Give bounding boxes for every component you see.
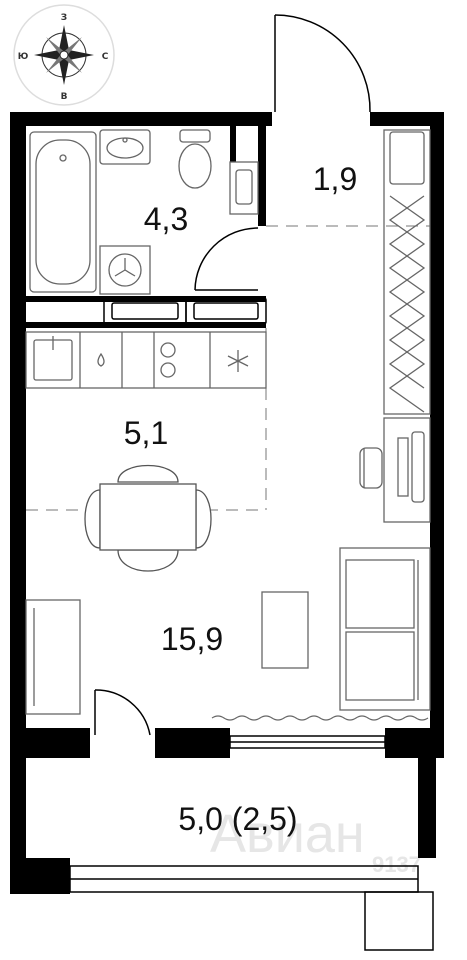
- compass-north-letter: З: [61, 13, 67, 23]
- dining-table: [84, 464, 212, 572]
- watermark-brand: Авиан: [210, 804, 365, 864]
- hallway-area-label: 1,9: [313, 161, 357, 197]
- balcony-area-label: 5,0 (2,5): [178, 801, 297, 837]
- desk-chair-icon: [359, 447, 383, 489]
- balcony-door: [94, 689, 151, 736]
- bathroom-fixtures: [29, 129, 259, 295]
- snowflake-icon: [227, 350, 249, 372]
- sofa-bed: [339, 547, 431, 711]
- bathroom-area-label: 4,3: [144, 201, 188, 237]
- kitchen-wall-cabinets: [103, 297, 267, 325]
- compass-east-letter: С: [102, 52, 109, 62]
- bathtub-icon: [29, 131, 97, 293]
- bathroom-door: [194, 227, 259, 291]
- radiator: [211, 715, 429, 721]
- watermark: Авиан 9137: [210, 804, 421, 877]
- water-heater-icon: [229, 161, 259, 215]
- water-drop-icon: [97, 352, 105, 367]
- toilet-tank-icon: [179, 129, 211, 143]
- living-area-label: 15,9: [161, 621, 223, 657]
- sink-icon: [99, 129, 151, 165]
- entrance-door: [274, 14, 371, 113]
- compass-rose: З В Ю С: [13, 4, 115, 106]
- coffee-table: [261, 591, 309, 669]
- kitchen-area-label: 5,1: [124, 415, 168, 451]
- compass-west-letter: Ю: [18, 52, 29, 62]
- living-window: [229, 735, 386, 749]
- zone-separators: [26, 225, 430, 511]
- kitchen-counter: [25, 331, 267, 389]
- compass-south-letter: В: [61, 92, 68, 102]
- toilet-bowl-icon: [178, 143, 212, 189]
- stove-burner-icon: [160, 342, 176, 358]
- walls: [10, 112, 444, 894]
- washing-machine-icon: [99, 245, 151, 295]
- wardrobe: [383, 129, 431, 415]
- balcony-window: [69, 865, 434, 951]
- desk: [359, 417, 431, 523]
- tv-stand: [25, 599, 81, 715]
- watermark-number: 9137: [372, 852, 421, 877]
